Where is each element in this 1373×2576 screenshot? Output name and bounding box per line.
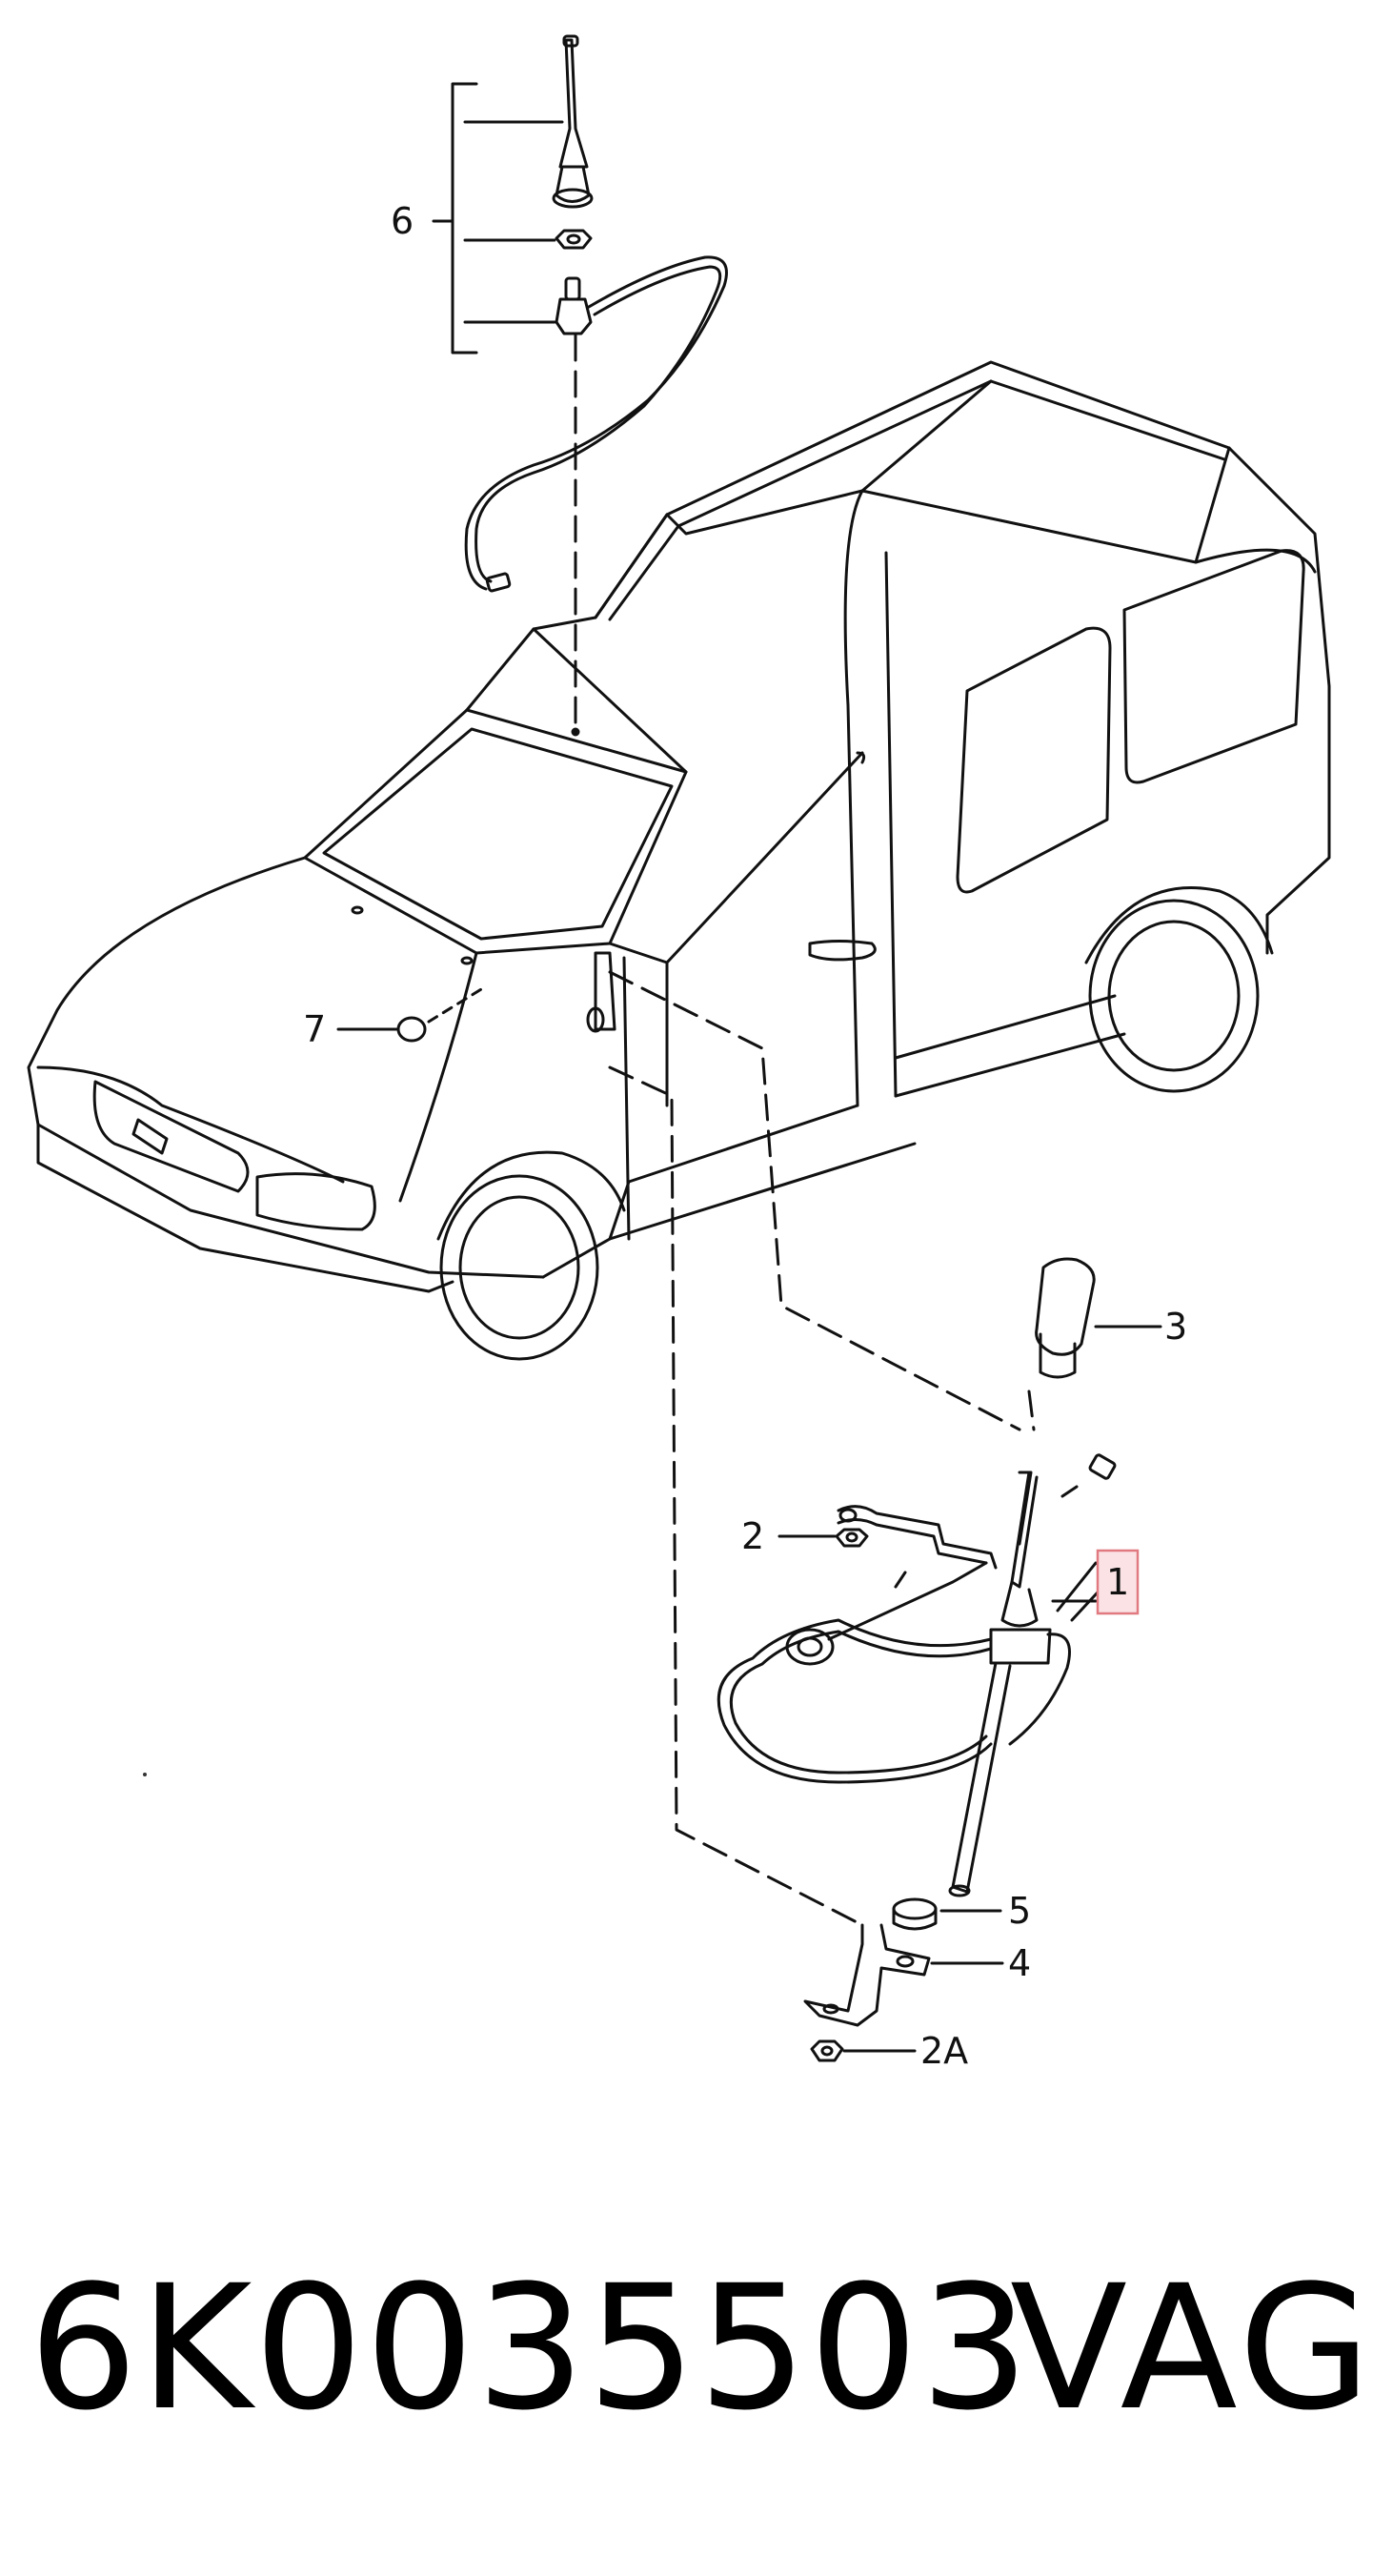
callout-2: 2 (741, 1515, 764, 1557)
callout-3: 3 (1164, 1306, 1187, 1348)
routing-dashed-lines (608, 970, 1036, 1927)
roof-antenna-assembly (432, 34, 728, 737)
item-3-knob (1035, 1257, 1162, 1379)
item-4-bracket (803, 1923, 1004, 2027)
part-number: 6K0035503 (29, 2249, 1032, 2448)
callout-4: 4 (1008, 1942, 1031, 1984)
item-2-bracket (777, 1505, 998, 1570)
stray-dot (143, 1773, 147, 1776)
vehicle-outline (27, 360, 1331, 1361)
callout-7: 7 (303, 1008, 326, 1050)
item-2a-nut (810, 2039, 917, 2062)
callout-6: 6 (391, 200, 414, 242)
callout-2a: 2A (920, 2030, 968, 2072)
callout-1: 1 (1106, 1561, 1129, 1603)
item-1-highlight-box (1096, 1549, 1140, 1615)
item-5-grommet (892, 1897, 1002, 1931)
callout-5: 5 (1008, 1890, 1031, 1932)
brand-name: VAG (1010, 2249, 1373, 2448)
item-1-antenna-rod (717, 1453, 1117, 1897)
item-7-cap (336, 984, 488, 1043)
